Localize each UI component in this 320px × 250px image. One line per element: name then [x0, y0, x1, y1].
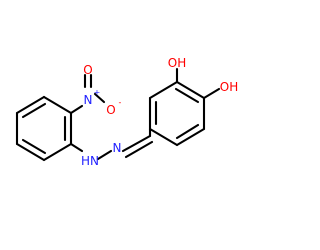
nh-label: HN: [81, 154, 99, 168]
ring-a-inner-bond-1: [21, 102, 47, 119]
chemical-structure: N + O - O HN N OH OH: [15, 56, 238, 168]
ring-b-bond-3: [175, 80, 206, 100]
nitro-o-label: O: [106, 103, 115, 117]
nitro-n-label: N: [84, 93, 93, 107]
oh-top-label: OH: [168, 56, 186, 70]
imine-n-label: N: [113, 141, 122, 155]
nitro-group: [69, 73, 106, 115]
nitro-n-o-bond: [93, 92, 106, 104]
ring-b-inner-bond-2: [174, 87, 200, 104]
ring-a-bond-4: [42, 142, 73, 162]
oh-right-label: OH: [220, 80, 238, 94]
ring-a-bond-6: [42, 95, 73, 115]
nitrophenyl-ring: [15, 95, 73, 162]
ring-a-inner-bond-2: [21, 138, 47, 155]
ring-b-bond-2: [148, 80, 179, 100]
nitro-n-charge: +: [94, 88, 101, 97]
ring-a-bond-1: [15, 95, 46, 115]
hydroxyl-bonds: [175, 67, 221, 100]
catechol-ring: [148, 80, 206, 147]
nh-n-bond: [96, 149, 113, 161]
nitro-o-charge: -: [119, 98, 122, 107]
ring-to-oh-right-bond: [202, 87, 221, 100]
ring-b-inner-bond-3: [175, 123, 200, 140]
ring-to-nitro-bond: [69, 104, 84, 115]
n-ch-double-bond-a: [121, 134, 152, 153]
ring-a-bond-3: [15, 142, 46, 162]
atom-labels: N + O - O HN N OH OH: [81, 56, 238, 168]
nitro-o2-label: O: [83, 63, 92, 77]
ring-b-bond-6: [148, 127, 179, 147]
n-ch-double-bond-b: [124, 140, 154, 159]
ring-b-bond-5: [175, 127, 206, 147]
hydrazone-linker: [69, 134, 154, 161]
ring-to-nh-bond: [69, 142, 84, 153]
